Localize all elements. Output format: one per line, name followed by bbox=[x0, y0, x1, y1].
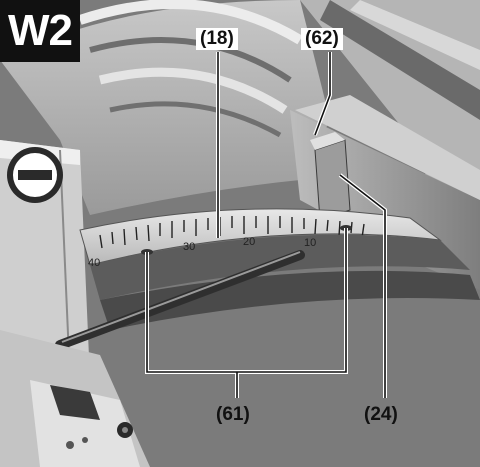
figure-badge: W2 bbox=[0, 0, 80, 62]
scale-label-20: 20 bbox=[243, 236, 255, 248]
leader-lines bbox=[146, 52, 386, 398]
scale-label-10: 10 bbox=[304, 237, 316, 249]
clamp-lever bbox=[50, 385, 100, 420]
leader-24 bbox=[339, 174, 386, 398]
scale-label-40: 40 bbox=[88, 257, 100, 269]
arc-2 bbox=[89, 37, 292, 83]
pointer-block-top bbox=[310, 132, 345, 150]
rail-highlight bbox=[350, 0, 480, 70]
callout-62: (62) bbox=[301, 28, 343, 50]
callout-24: (24) bbox=[364, 404, 398, 425]
leader-61-bracket bbox=[146, 228, 347, 373]
fence-top bbox=[295, 95, 480, 200]
leader-62 bbox=[314, 52, 331, 136]
handle-rod bbox=[55, 250, 305, 350]
scale-ticks bbox=[99, 216, 365, 249]
rail-shadow bbox=[320, 0, 480, 120]
arc-4 bbox=[109, 101, 282, 138]
callout-18: (18) bbox=[196, 28, 238, 50]
arc-3 bbox=[98, 67, 288, 114]
scale-label-30: 30 bbox=[183, 241, 195, 253]
arc-1 bbox=[78, 0, 303, 45]
callout-61: (61) bbox=[216, 404, 250, 425]
turntable-surface bbox=[0, 0, 330, 215]
